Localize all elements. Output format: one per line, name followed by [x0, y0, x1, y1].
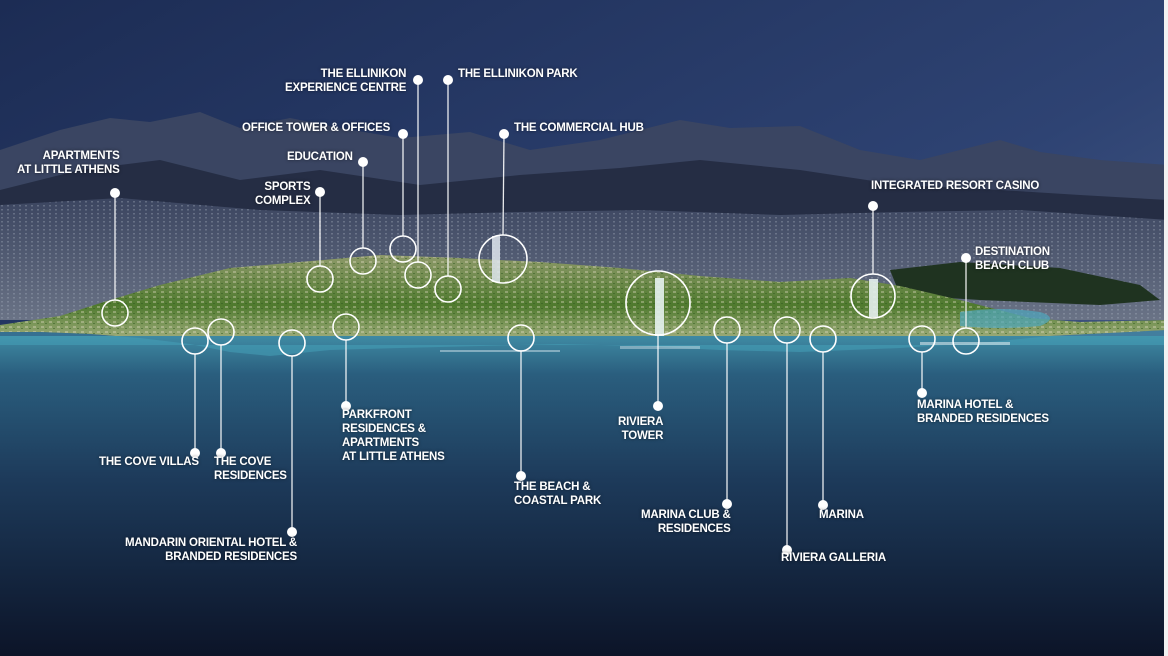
location-ring-icon[interactable] — [389, 235, 417, 263]
forest — [890, 262, 1160, 305]
pin-dot-icon[interactable] — [443, 75, 453, 85]
label-marina-club-residences[interactable]: MARINA CLUB & RESIDENCES — [641, 509, 731, 535]
pin-dot-icon[interactable] — [110, 188, 120, 198]
label-education[interactable]: EDUCATION — [287, 151, 353, 163]
pin-dot-icon[interactable] — [216, 448, 226, 458]
label-cove-villas[interactable]: THE COVE VILLAS — [99, 456, 199, 468]
location-ring-icon[interactable] — [809, 325, 837, 353]
location-ring-icon[interactable] — [207, 318, 235, 346]
pin-dot-icon[interactable] — [499, 129, 509, 139]
label-parkfront-residences[interactable]: PARKFRONT RESIDENCES & APARTMENTS AT LIT… — [342, 409, 445, 463]
pin-dot-icon[interactable] — [868, 201, 878, 211]
commercial-hub-tower — [492, 236, 500, 282]
location-ring-icon[interactable] — [713, 316, 741, 344]
location-ring-icon[interactable] — [349, 247, 377, 275]
pin-dot-icon[interactable] — [413, 75, 423, 85]
label-riviera-galleria[interactable]: RIVIERA GALLERIA — [781, 552, 886, 564]
pin-dot-icon[interactable] — [315, 187, 325, 197]
location-ring-icon[interactable] — [507, 324, 535, 352]
pin-dot-icon[interactable] — [653, 401, 663, 411]
label-apartments-little-athens[interactable]: APARTMENTS AT LITTLE ATHENS — [17, 150, 120, 176]
location-ring-icon[interactable] — [101, 299, 129, 327]
location-ring-icon[interactable] — [478, 234, 528, 284]
location-ring-icon[interactable] — [952, 327, 980, 355]
label-commercial-hub[interactable]: THE COMMERCIAL HUB — [514, 122, 644, 134]
pin-dot-icon[interactable] — [358, 157, 368, 167]
location-ring-icon[interactable] — [278, 329, 306, 357]
location-ring-icon[interactable] — [181, 327, 209, 355]
pin-dot-icon[interactable] — [782, 545, 792, 555]
label-ellinikon-experience-centre[interactable]: THE ELLINIKON EXPERIENCE CENTRE — [285, 68, 407, 94]
label-destination-beach-club[interactable]: DESTINATION BEACH CLUB — [975, 246, 1050, 272]
location-ring-icon[interactable] — [625, 270, 691, 336]
pin-dot-icon[interactable] — [516, 471, 526, 481]
location-ring-icon[interactable] — [908, 325, 936, 353]
pin-dot-icon[interactable] — [722, 499, 732, 509]
label-cove-residences[interactable]: THE COVE RESIDENCES — [214, 456, 287, 482]
label-marina[interactable]: MARINA — [819, 509, 864, 521]
pin-dot-icon[interactable] — [287, 527, 297, 537]
pin-dot-icon[interactable] — [190, 448, 200, 458]
riviera-tower-building — [655, 278, 664, 338]
label-riviera-tower[interactable]: RIVIERA TOWER — [618, 416, 664, 442]
pin-dot-icon[interactable] — [341, 401, 351, 411]
pin-dot-icon[interactable] — [961, 253, 971, 263]
pin-dot-icon[interactable] — [398, 129, 408, 139]
location-ring-icon[interactable] — [773, 316, 801, 344]
location-ring-icon[interactable] — [332, 313, 360, 341]
label-ellinikon-park[interactable]: THE ELLINIKON PARK — [458, 68, 578, 80]
pin-dot-icon[interactable] — [818, 500, 828, 510]
label-beach-coastal-park[interactable]: THE BEACH & COASTAL PARK — [514, 481, 602, 507]
right-border — [1164, 0, 1168, 656]
label-mandarin-oriental[interactable]: MANDARIN ORIENTAL HOTEL & BRANDED RESIDE… — [125, 537, 297, 563]
label-integrated-resort-casino[interactable]: INTEGRATED RESORT CASINO — [871, 180, 1040, 192]
location-ring-icon[interactable] — [306, 265, 334, 293]
location-ring-icon[interactable] — [850, 273, 896, 319]
label-sports-complex[interactable]: SPORTS COMPLEX — [255, 181, 311, 207]
location-ring-icon[interactable] — [434, 275, 462, 303]
pin-dot-icon[interactable] — [917, 388, 927, 398]
label-marina-hotel-branded[interactable]: MARINA HOTEL & BRANDED RESIDENCES — [917, 399, 1049, 425]
label-office-tower-offices[interactable]: OFFICE TOWER & OFFICES — [242, 122, 391, 134]
location-ring-icon[interactable] — [404, 261, 432, 289]
casino-tower-building — [869, 279, 878, 317]
